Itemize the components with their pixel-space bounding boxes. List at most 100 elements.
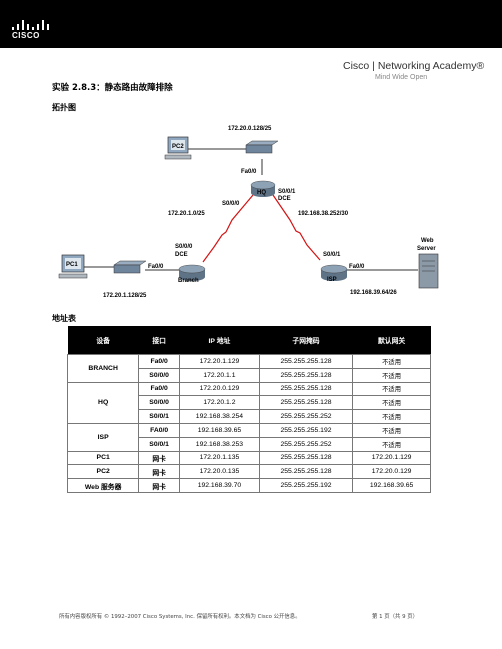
branch-switch-icon <box>113 260 147 274</box>
table-header-row: 设备 接口 IP 地址 子网掩码 默认网关 <box>67 326 431 355</box>
device-cell: PC1 <box>66 450 140 466</box>
networking-academy-logo: Cisco | Networking Academy® Mind Wide Op… <box>343 60 493 92</box>
interface-cell: S0/0/1 <box>138 409 180 424</box>
hq-s001-label: S0/0/1 <box>278 189 296 195</box>
table-row: BRANCH Fa0/0 172.20.1.129 255.255.255.12… <box>66 354 431 383</box>
interface-cell: Fa0/0 <box>138 381 180 397</box>
lab-title: 实验 2.8.3：静态路由故障排除 <box>52 83 173 93</box>
gateway-cell: 不适用 <box>352 381 431 397</box>
mask-cell: 255.255.255.128 <box>258 464 354 480</box>
ip-cell: 192.168.39.65 <box>178 422 260 438</box>
ip-cell: 172.20.0.135 <box>178 464 260 480</box>
ip-cell: 172.20.1.2 <box>178 395 260 411</box>
pc1-label: PC1 <box>66 262 78 268</box>
web-server-icon <box>418 253 439 289</box>
top-banner: CISCO <box>0 0 502 48</box>
hq-branch-serial-link <box>202 194 254 263</box>
mask-cell: 255.255.255.192 <box>258 478 354 493</box>
gateway-cell: 172.20.1.129 <box>352 450 431 466</box>
pc2-icon <box>164 136 192 160</box>
ip-cell: 172.20.1.135 <box>178 450 260 466</box>
gateway-cell: 172.20.0.129 <box>352 464 431 480</box>
branch-router-icon <box>178 264 206 281</box>
address-table-heading: 地址表 <box>52 314 76 323</box>
ip-cell: 172.20.1.129 <box>178 354 260 369</box>
interface-cell: FA0/0 <box>138 422 180 438</box>
gateway-cell: 不适用 <box>352 354 431 369</box>
interface-cell: S0/0/0 <box>138 367 180 383</box>
br-s000-label: S0/0/0 <box>175 244 193 250</box>
mask-cell: 255.255.255.128 <box>258 450 354 466</box>
branch-label: Branch <box>178 278 199 284</box>
hq-label: HQ <box>257 190 266 196</box>
table-row: S0/0/0 172.20.1.2 255.255.255.128 不适用 <box>68 395 431 411</box>
device-cell: BRANCH <box>66 354 140 383</box>
table-row: PC2 网卡 172.20.0.135 255.255.255.128 172.… <box>66 464 431 480</box>
cisco-wordmark: CISCO <box>12 31 40 40</box>
col-ip: IP 地址 <box>179 326 260 355</box>
table-row: S0/0/1 192.168.38.253 255.255.255.252 不适… <box>68 436 431 452</box>
mask-cell: 255.255.255.252 <box>258 436 354 452</box>
device-cell: PC2 <box>66 464 140 480</box>
interface-cell: Fa0/0 <box>138 354 180 369</box>
mask-cell: 255.255.255.128 <box>258 381 354 397</box>
isp-s001-label: S0/0/1 <box>323 252 341 258</box>
ip-cell: 192.168.39.70 <box>178 478 260 493</box>
hq-router-icon <box>250 180 276 197</box>
table-row: HQ Fa0/0 172.20.0.129 255.255.255.128 不适… <box>66 381 431 424</box>
pc2-label: PC2 <box>172 144 184 150</box>
net-hq-lan: 172.20.0.128/25 <box>228 126 272 132</box>
web-label-1: Web <box>421 238 434 244</box>
table-row: ISP FA0/0 192.168.39.65 255.255.255.192 … <box>66 422 431 452</box>
interface-cell: S0/0/1 <box>138 436 180 452</box>
interface-cell: S0/0/0 <box>138 395 180 411</box>
net-branch-hq: 172.20.1.0/25 <box>168 211 205 217</box>
address-table: 设备 接口 IP 地址 子网掩码 默认网关 BRANCH Fa0/0 172.2… <box>66 326 431 493</box>
device-cell: HQ <box>66 381 140 424</box>
mask-cell: 255.255.255.128 <box>258 354 354 369</box>
copyright-text: 所有内容版权所有 © 1992–2007 Cisco Systems, Inc.… <box>59 614 301 620</box>
mask-cell: 255.255.255.128 <box>258 395 354 411</box>
page-number: 第 1 页（共 9 页） <box>372 614 419 620</box>
interface-cell: 网卡 <box>138 464 180 480</box>
hq-switch-icon <box>245 140 279 154</box>
cisco-logo: CISCO <box>12 20 62 44</box>
table-row: Web 服务器 网卡 192.168.39.70 255.255.255.192… <box>66 478 431 493</box>
mask-cell: 255.255.255.192 <box>258 422 354 438</box>
gateway-cell: 不适用 <box>352 395 431 411</box>
br-fa-label: Fa0/0 <box>148 264 164 270</box>
mask-cell: 255.255.255.128 <box>258 367 354 383</box>
gateway-cell: 192.168.39.65 <box>352 478 431 493</box>
gateway-cell: 不适用 <box>352 367 431 383</box>
topology-heading: 拓扑图 <box>52 103 76 112</box>
hq-s000-label: S0/0/0 <box>222 201 240 207</box>
col-interface: 接口 <box>138 326 180 355</box>
col-device: 设备 <box>67 326 139 355</box>
hq-isp-serial-link <box>272 194 321 261</box>
net-branch-lan: 172.20.1.128/25 <box>103 293 147 299</box>
ip-cell: 172.20.1.1 <box>178 367 260 383</box>
hq-fa-label: Fa0/0 <box>241 169 257 175</box>
device-cell: Web 服务器 <box>66 478 140 493</box>
academy-tagline: Mind Wide Open <box>375 74 428 81</box>
net-hq-isp: 192.168.38.252/30 <box>298 211 349 217</box>
gateway-cell: 不适用 <box>352 436 431 452</box>
gateway-cell: 不适用 <box>352 422 431 438</box>
topology-diagram: PC2 HQ PC1 Branch ISP <box>58 126 439 299</box>
isp-label: ISP <box>327 277 337 283</box>
col-mask: 子网掩码 <box>259 326 353 355</box>
pc1-icon <box>58 254 88 279</box>
interface-cell: 网卡 <box>138 450 180 466</box>
ip-cell: 172.20.0.129 <box>178 381 260 397</box>
net-isp-lan: 192.168.39.64/26 <box>350 290 397 296</box>
gateway-cell: 不适用 <box>352 409 431 424</box>
cisco-bridge-icon <box>12 20 52 30</box>
isp-fa-label: Fa0/0 <box>349 264 365 270</box>
interface-cell: 网卡 <box>138 478 180 493</box>
academy-name: Cisco | Networking Academy® <box>343 60 485 72</box>
device-cell: ISP <box>66 422 140 452</box>
web-label-2: Server <box>417 246 436 252</box>
br-dce-label: DCE <box>175 252 188 258</box>
col-gateway: 默认网关 <box>352 326 431 355</box>
hq-dce-label: DCE <box>278 196 291 202</box>
